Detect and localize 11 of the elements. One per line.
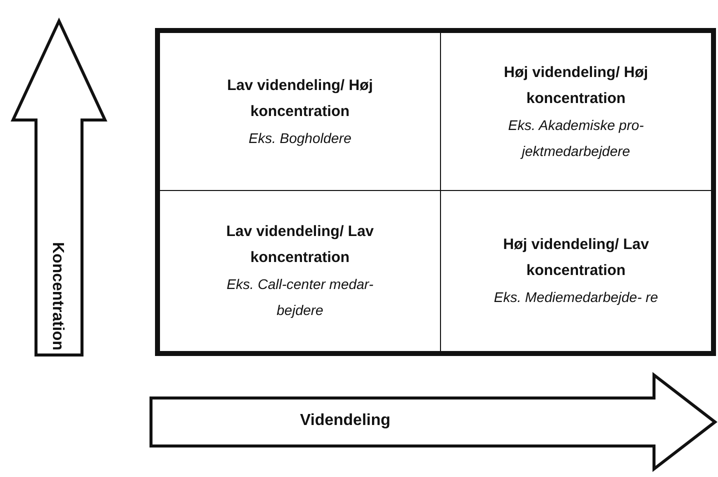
axis-label: Videndeling [300,412,390,430]
axis-label: Koncentration [48,242,66,350]
matrix-cell [160,33,441,191]
cell-example: Eks. Call-center medar- bejdere [226,275,374,320]
cell-heading: Lav videndeling/ Høj koncentration [226,76,374,122]
cell-heading: Lav videndeling/ Lav koncentration [225,222,375,268]
cell-example: Eks. Bogholdere [248,128,352,148]
cell-example: Eks. Mediemedarbejde- re [494,288,658,307]
cell-heading: Høj videndeling/ Lav koncentration [502,235,650,281]
cell-heading: Høj videndeling/ Høj koncentration [502,62,650,108]
cell-example: Eks. Akademiske pro- jektmedarbejdere [507,116,645,161]
